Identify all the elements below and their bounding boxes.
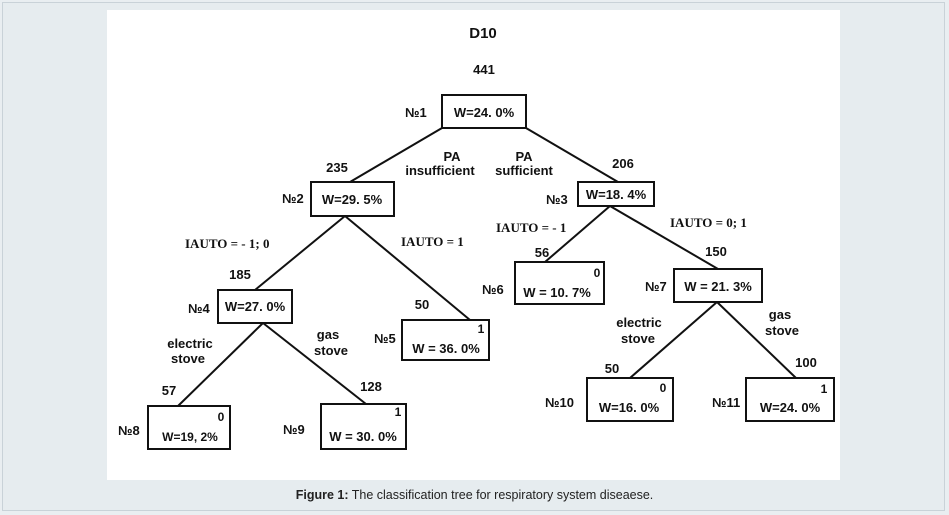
edge-n3-n6 xyxy=(544,205,611,263)
node-3-w: W=18. 4% xyxy=(586,187,647,202)
split-gas-n4: gas xyxy=(317,327,339,342)
node-1-w: W=24. 0% xyxy=(454,105,515,120)
edge-n1-n2 xyxy=(349,127,443,183)
split-insufficient-label: insufficient xyxy=(405,163,475,178)
split-iauto-right-n3: IAUTO = 0; 1 xyxy=(670,215,747,230)
node-9-id: №9 xyxy=(283,422,305,437)
split-stove-electric-n4: stove xyxy=(171,351,205,366)
node-9-count: 128 xyxy=(360,379,382,394)
split-pa-label-right: PA xyxy=(515,149,533,164)
node-9-class: 1 xyxy=(395,405,402,419)
node-7-w: W = 21. 3% xyxy=(684,279,752,294)
node-3-id: №3 xyxy=(546,192,568,207)
node-7: 150 W = 21. 3% №7 xyxy=(645,244,763,303)
edge-n3-n7 xyxy=(609,205,719,270)
node-6-id: №6 xyxy=(482,282,504,297)
node-6-count: 56 xyxy=(535,245,549,260)
node-9: 128 1 W = 30. 0% №9 xyxy=(283,379,407,450)
tree-title: D10 xyxy=(469,25,497,42)
edge-n2-n5 xyxy=(344,215,471,321)
node-8-class: 0 xyxy=(218,410,225,424)
split-pa-label-left: PA xyxy=(443,149,461,164)
node-2-count: 235 xyxy=(326,160,348,175)
node-5-id: №5 xyxy=(374,331,396,346)
node-4-count: 185 xyxy=(229,267,251,282)
split-iauto-right-n2: IAUTO = 1 xyxy=(401,234,464,249)
node-3: 206 W=18. 4% №3 xyxy=(546,156,655,207)
split-iauto-left-n3: IAUTO = - 1 xyxy=(496,220,566,235)
node-11-w: W=24. 0% xyxy=(760,400,821,415)
edge-n2-n4 xyxy=(254,215,346,291)
caption-text: The classification tree for respiratory … xyxy=(348,488,654,502)
node-1-id: №1 xyxy=(405,105,427,120)
split-electric-n7: electric xyxy=(616,315,662,330)
node-3-count: 206 xyxy=(612,156,634,171)
split-sufficient-label: sufficient xyxy=(495,163,553,178)
node-6-class: 0 xyxy=(594,266,601,280)
node-5-count: 50 xyxy=(415,297,429,312)
node-6-w: W = 10. 7% xyxy=(523,285,591,300)
edge-n7-n11 xyxy=(716,301,797,379)
node-5: 50 1 W = 36. 0% №5 xyxy=(374,297,490,361)
edge-n7-n10 xyxy=(629,301,718,379)
node-4-w: W=27. 0% xyxy=(225,299,286,314)
figure-panel xyxy=(107,10,840,480)
node-2: 235 W=29. 5% №2 xyxy=(282,160,395,217)
node-4: 185 W=27. 0% №4 xyxy=(188,267,293,324)
split-iauto-left-n2: IAUTO = - 1; 0 xyxy=(185,236,269,251)
split-stove-electric-n7: stove xyxy=(621,331,655,346)
node-9-w: W = 30. 0% xyxy=(329,429,397,444)
node-2-id: №2 xyxy=(282,191,304,206)
split-stove-gas-n4: stove xyxy=(314,343,348,358)
figure-caption: Figure 1: The classification tree for re… xyxy=(0,488,949,502)
node-5-w: W = 36. 0% xyxy=(412,341,480,356)
node-11-id: №11 xyxy=(712,395,740,410)
node-8: 57 0 W=19, 2% №8 xyxy=(118,383,231,450)
node-10: 50 0 W=16. 0% №10 xyxy=(545,361,674,422)
root-count: 441 xyxy=(473,62,495,77)
node-10-count: 50 xyxy=(605,361,619,376)
node-7-id: №7 xyxy=(645,279,667,294)
node-10-class: 0 xyxy=(660,381,667,395)
node-2-w: W=29. 5% xyxy=(322,192,383,207)
node-5-class: 1 xyxy=(478,322,485,336)
edge-n4-n8 xyxy=(177,322,264,407)
caption-label: Figure 1: xyxy=(295,488,349,502)
edge-n1-n3 xyxy=(525,127,619,183)
split-electric-n4: electric xyxy=(167,336,213,351)
node-4-id: №4 xyxy=(188,301,210,316)
node-6: 56 0 W = 10. 7% №6 xyxy=(482,245,605,305)
node-8-count: 57 xyxy=(162,383,176,398)
node-8-id: №8 xyxy=(118,423,140,438)
node-11-class: 1 xyxy=(821,382,828,396)
node-10-id: №10 xyxy=(545,395,574,410)
edge-n4-n9 xyxy=(262,322,367,405)
node-10-w: W=16. 0% xyxy=(599,400,660,415)
node-7-count: 150 xyxy=(705,244,727,259)
node-11-count: 100 xyxy=(795,355,817,370)
node-11: 100 1 W=24. 0% №11 xyxy=(712,355,835,422)
split-gas-n7: gas xyxy=(769,307,791,322)
node-1: W=24. 0% №1 xyxy=(405,94,527,129)
split-stove-gas-n7: stove xyxy=(765,323,799,338)
node-8-w: W=19, 2% xyxy=(162,430,218,444)
